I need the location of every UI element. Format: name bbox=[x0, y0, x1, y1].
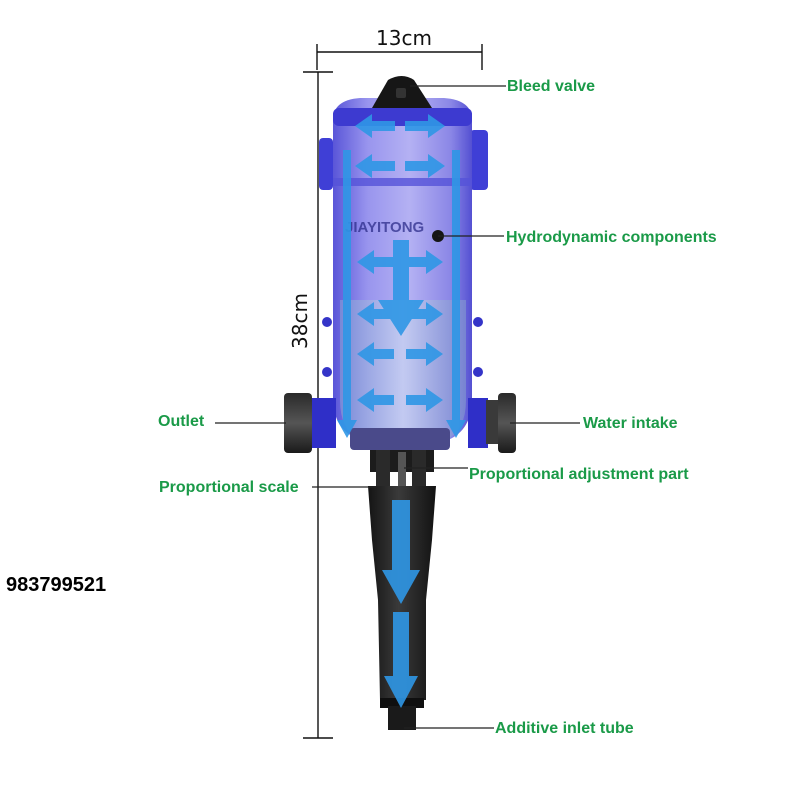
flow-arrows bbox=[337, 114, 466, 708]
flow-arrow-left-down bbox=[337, 150, 357, 438]
label-bleed-valve: Bleed valve bbox=[507, 78, 596, 95]
middle-rim bbox=[333, 178, 472, 186]
flow-arrow-top-right bbox=[405, 114, 445, 138]
bottom-collar bbox=[350, 428, 450, 450]
flow-arrow-tube-1 bbox=[382, 500, 420, 604]
label-additive-inlet-tube: Additive inlet tube bbox=[495, 720, 634, 737]
width-dimension bbox=[316, 44, 483, 70]
width-dimension-label: 13cm bbox=[376, 26, 432, 50]
flow-arrow-tube-2 bbox=[384, 612, 418, 708]
top-rim bbox=[333, 108, 472, 126]
flow-arrow-top-left bbox=[355, 114, 395, 138]
water-intake-fitting bbox=[468, 393, 516, 453]
label-outlet: Outlet bbox=[158, 413, 205, 430]
flow-arrow-center-down bbox=[378, 240, 424, 336]
label-proportional-scale: Proportional scale bbox=[159, 479, 299, 496]
flow-arrow-right-down bbox=[446, 150, 466, 438]
outlet-fitting bbox=[284, 393, 336, 453]
label-hydrodynamic-components: Hydrodynamic components bbox=[506, 229, 717, 246]
brand-text: JIAYITONG bbox=[345, 219, 424, 236]
leader-lines bbox=[215, 85, 580, 729]
side-lug-right bbox=[470, 130, 488, 190]
height-dimension-label: 38cm bbox=[288, 293, 312, 349]
label-water-intake: Water intake bbox=[583, 415, 678, 432]
side-lug-left bbox=[319, 138, 333, 190]
label-proportional-adjustment-part: Proportional adjustment part bbox=[469, 466, 689, 483]
adjustment-stem bbox=[370, 450, 434, 486]
product-code: 983799521 bbox=[6, 574, 107, 596]
